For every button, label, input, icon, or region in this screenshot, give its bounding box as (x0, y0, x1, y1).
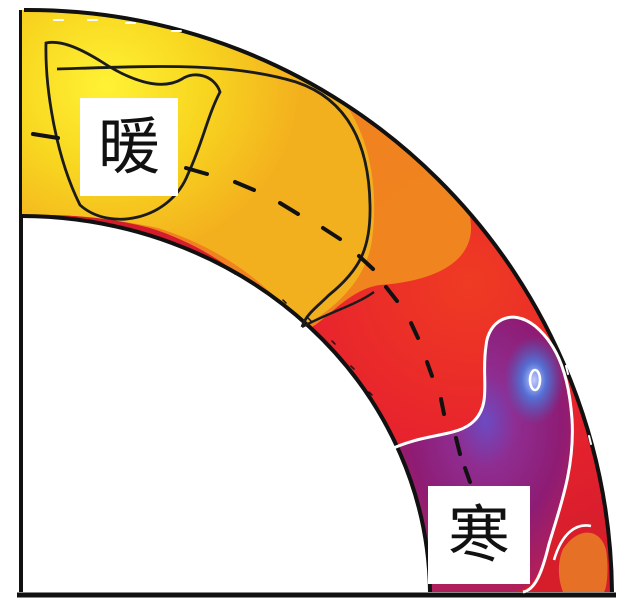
outer-tick-marks (53, 19, 592, 445)
warm-label: 暖 (80, 98, 178, 196)
cold-region-white-contour (386, 315, 574, 594)
lower-right-red-fringe (539, 509, 612, 592)
outer-boundary-arc (23, 7, 614, 593)
bottom-right-warm-spot (558, 532, 608, 592)
lower-right-white-contour (552, 524, 592, 561)
cold-core-highlight (504, 336, 564, 424)
cold-core-white-contour (528, 368, 542, 392)
cold-label: 寒 (428, 486, 530, 584)
inner-tick-marks (231, 270, 373, 396)
warm-yellow-region (22, 10, 375, 327)
warm-outer-contour (56, 65, 372, 328)
inner-boundary-arc (21, 214, 432, 593)
short-contour-segment (301, 291, 375, 329)
